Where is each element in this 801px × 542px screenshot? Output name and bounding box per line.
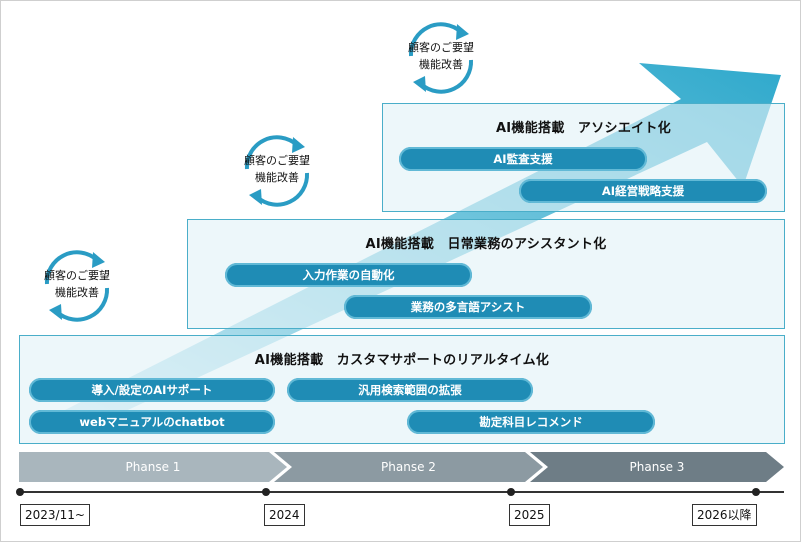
timeline-axis [19, 491, 784, 493]
date-label-2023: 2023/11~ [20, 504, 90, 526]
feature-pill-account-recommend: 勘定科目レコメンド [407, 410, 655, 434]
panel-realtime-title: AI機能搭載 カスタマサポートのリアルタイム化 [254, 353, 550, 368]
feature-pill-input-automation: 入力作業の自動化 [225, 263, 472, 287]
feedback-cycle-3: 顧客のご要望機能改善 [401, 18, 481, 98]
phase-2-chevron [274, 452, 543, 482]
refresh-cycle-icon [408, 22, 474, 94]
cycle-text-line2: 機能改善 [55, 286, 99, 299]
date-label-2025: 2025 [509, 504, 550, 526]
timeline-tick-2 [262, 488, 270, 496]
cycle-text-line2: 機能改善 [255, 171, 299, 184]
feature-pill-web-manual: webマニュアルのchatbot [29, 410, 275, 434]
cycle-text-line1: 顧客のご要望 [44, 269, 110, 282]
feature-pill-search-expansion: 汎用検索範囲の拡張 [287, 378, 533, 402]
panel-assistant-title: AI機能搭載 日常業務のアシスタント化 [365, 237, 607, 252]
feedback-cycle-1: 顧客のご要望機能改善 [37, 246, 117, 326]
phase-bar [19, 452, 784, 482]
refresh-cycle-icon [44, 250, 110, 322]
cycle-text-line1: 顧客のご要望 [244, 154, 310, 167]
cycle-text-line1: 顧客のご要望 [408, 41, 474, 54]
panel-associate-title: AI機能搭載 アソシエイト化 [495, 121, 672, 136]
feature-pill-ai-strategy: AI経営戦略支援 [519, 179, 767, 203]
cycle-text-line2: 機能改善 [419, 58, 463, 71]
phase-1-label: Phanse 1 [125, 460, 181, 474]
timeline-tick-1 [16, 488, 24, 496]
date-label-2024: 2024 [264, 504, 305, 526]
phase-3-label: Phanse 3 [629, 460, 685, 474]
date-label-2026: 2026以降 [692, 504, 757, 526]
refresh-cycle-icon [244, 135, 310, 207]
feature-pill-ai-audit: AI監査支援 [399, 147, 647, 171]
feedback-cycle-2: 顧客のご要望機能改善 [237, 131, 317, 211]
phase-3-chevron [530, 452, 784, 482]
feature-pill-multilingual: 業務の多言語アシスト [344, 295, 592, 319]
feature-pill-setup-support: 導入/設定のAIサポート [29, 378, 275, 402]
timeline-tick-3 [507, 488, 515, 496]
timeline-tick-4 [752, 488, 760, 496]
phase-2-label: Phanse 2 [381, 460, 436, 474]
phase-1-chevron [19, 452, 287, 482]
